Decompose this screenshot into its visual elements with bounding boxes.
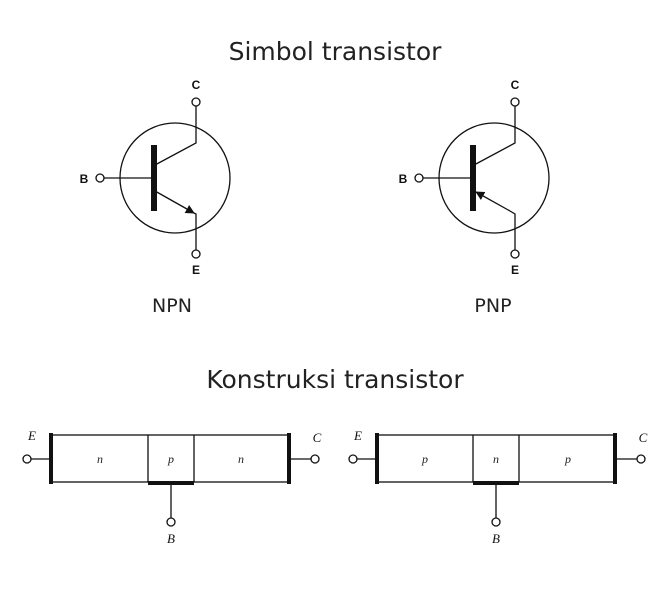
pnp-base-label: B — [399, 172, 408, 186]
pnp-collector-label: C — [511, 78, 520, 92]
npn-emitter-arrow — [154, 190, 195, 214]
npn-base-terminal — [95, 173, 105, 183]
pnp-emitter-arrow — [475, 191, 511, 212]
pnp-collector-terminal — [510, 97, 520, 107]
pnp-emitter-label: E — [511, 263, 519, 277]
pnp-symbol: C B E PNP — [399, 78, 550, 317]
pnp-emitter-terminal — [510, 249, 520, 259]
npn-symbol: C B E NPN — [80, 78, 231, 317]
npn-emitter-terminal — [191, 249, 201, 259]
pnp-emitter-lead — [509, 210, 516, 250]
pnp-collector-terminal — [636, 454, 646, 464]
npn-collector-lead — [154, 106, 197, 166]
pnp-label: PNP — [474, 295, 511, 317]
pnp-construction: p n p E C B — [348, 428, 648, 546]
npn-construction: n p n E C B — [22, 428, 322, 546]
npn-layer-base: p — [167, 452, 174, 466]
npn-layer-collector: n — [238, 452, 244, 466]
pnp-emitter-terminal — [348, 454, 358, 464]
npn-collector-label: C — [192, 78, 201, 92]
construction-title: Konstruksi transistor — [206, 365, 464, 394]
npn-label: NPN — [152, 295, 192, 317]
pnp-layer-base: n — [493, 452, 499, 466]
npn-layer-emitter: n — [97, 452, 103, 466]
npn-collector-terminal — [191, 97, 201, 107]
pnp-emitter-label: E — [353, 428, 362, 443]
npn-base-terminal — [166, 517, 176, 527]
npn-emitter-lead — [193, 212, 197, 250]
npn-collector-label: C — [313, 430, 322, 445]
npn-base-label: B — [80, 172, 89, 186]
pnp-base-terminal — [414, 173, 424, 183]
pnp-collector-label: C — [639, 430, 648, 445]
symbols-title: Simbol transistor — [229, 37, 443, 66]
npn-collector-terminal — [310, 454, 320, 464]
npn-emitter-label: E — [192, 263, 200, 277]
pnp-layer-emitter: p — [421, 452, 428, 466]
pnp-collector-lead — [473, 106, 516, 166]
npn-emitter-label: E — [27, 428, 36, 443]
pnp-layer-collector: p — [564, 452, 571, 466]
npn-emitter-terminal — [22, 454, 32, 464]
pnp-base-label: B — [492, 531, 500, 546]
npn-base-label: B — [167, 531, 175, 546]
pnp-base-terminal — [491, 517, 501, 527]
